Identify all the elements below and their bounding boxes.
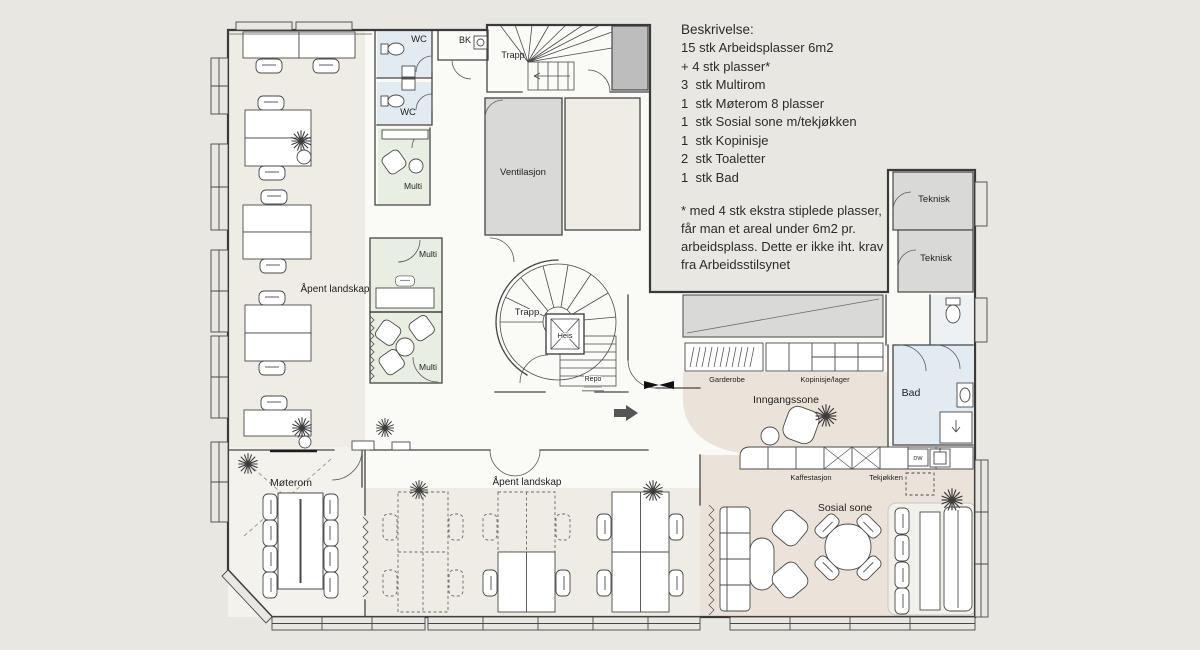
room-label-wc-top: WC [411,34,427,45]
room-label-kopinisje-lager: Kopinisje/lager [800,375,850,384]
room-label-tekjokken: Tekjøkken [869,473,903,482]
room-labels: Trapp BK WC WC Multi Ventilasjon Multi M… [270,34,952,514]
room-label-wc-bottom: WC [400,107,416,118]
elevator-heis [545,313,585,355]
room-ventilasjon [485,98,562,235]
plants [237,129,963,511]
room-label-multi-3: Multi [419,362,437,372]
room-label-bad: Bad [902,387,921,399]
entrance-arrow-icon [614,405,638,421]
desks-bottom [382,491,684,613]
room-label-teknisk-upper: Teknisk [918,194,950,205]
windows [210,21,989,631]
room-label-teknisk-lower: Teknisk [920,253,952,264]
description-panel: Beskrivelse: 15 stk Arbeidsplasser 6m2 +… [681,20,916,274]
description-item: 15 stk Arbeidsplasser 6m2 [681,40,834,55]
room-label-apent-landskap-left: Åpent landskap [301,282,370,295]
label-dw: DW [913,456,923,462]
room-teknisk-lower [897,229,974,293]
multi-room-furniture [375,129,435,376]
room-teknisk-upper [892,171,974,231]
room-label-moterom: Møterom [270,477,312,489]
kitchen-sink [929,448,951,468]
room-label-ventilasjon: Ventilasjon [500,167,546,178]
description-item: 1 stk Møterom 8 plasser [681,95,825,111]
room-label-trapp-spiral: Trapp [515,307,539,318]
room-label-trapp-top: Trapp [501,50,524,60]
room-label-multi-1: Multi [404,181,422,191]
room-label-multi-2: Multi [419,249,437,259]
dishwasher [907,448,929,467]
door-swings [331,55,961,481]
description-item: 2 stk Toaletter [681,151,766,166]
social-zone-furniture [708,405,973,616]
description-footnote: * med 4 stk ekstra stiplede plasser, får… [681,203,884,272]
meeting-room-furniture [242,449,339,599]
description-item: 1 stk Bad [681,169,739,185]
door-mat [644,381,674,389]
room-label-heis: Heis [557,331,572,340]
room-label-bk: BK [459,35,471,45]
description-item: 1 stk Kopinisje [681,132,769,148]
fixtures [380,35,974,444]
description-item: 3 stk Multirom [681,77,766,92]
shaft-block [611,25,649,91]
room-label-kaffestasjon: Kaffestasjon [790,473,831,482]
room-label-inngangssone: Inngangssone [753,394,819,406]
description-title: Beskrivelse: [681,22,754,37]
entrance-markers [582,381,674,421]
stairs-top [499,24,613,91]
kitchen-counter [739,446,974,496]
stairs-spiral [499,263,617,387]
room-label-apent-landskap-bottom: Åpent landskap [493,475,562,488]
description-item: 1 stk Sosial sone m/tekjøkken [681,114,857,129]
room-label-garderobe: Garderobe [709,375,745,384]
desks-left-wing [242,31,411,451]
room-label-repo: Repo [585,376,602,383]
curtain-walls [362,315,375,598]
description-item: + 4 stk plasser* [681,58,771,74]
room-label-sosial-sone: Sosial sone [818,502,872,514]
